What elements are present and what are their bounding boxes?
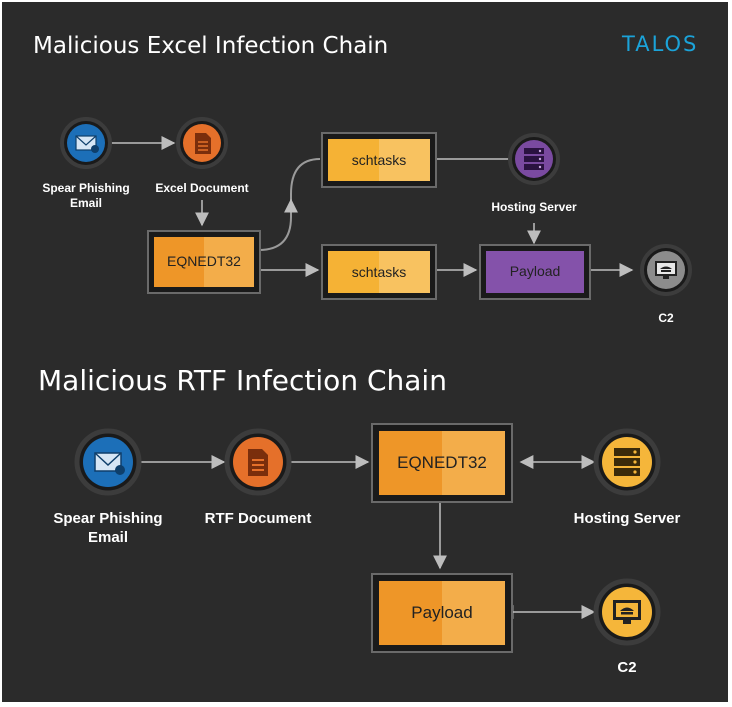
- rtf-document-label: RTF Document: [204, 510, 312, 527]
- server-icon: [524, 148, 544, 170]
- excel-email-label: Spear Phishing Email: [26, 181, 146, 211]
- excel-eqnedt-box: [147, 230, 261, 294]
- excel-document-label: Excel Document: [155, 181, 249, 195]
- excel-schtasks-bottom-label: schtasks: [351, 264, 407, 280]
- excel-hosting-server-label: Hosting Server: [491, 200, 577, 214]
- excel-schtasks-top-box: [321, 132, 437, 188]
- rtf-eqnedt-box: [371, 423, 513, 503]
- excel-payload-label: Payload: [509, 263, 561, 279]
- rtf-hosting-server-node: [593, 428, 661, 496]
- rtf-c2-node: [593, 578, 661, 646]
- envelope-icon: [94, 452, 125, 475]
- rtf-chain-title: Malicious RTF Infection Chain: [38, 364, 447, 397]
- excel-schtasks-top-label: schtasks: [351, 152, 407, 168]
- rtf-email-label: Spear Phishing Email: [38, 510, 178, 548]
- excel-c2-label: C2: [658, 311, 674, 325]
- spy-monitor-icon: [655, 261, 677, 279]
- rtf-payload-label: Payload: [411, 603, 473, 622]
- rtf-c2-label: C2: [617, 659, 637, 676]
- rtf-payload-box: [371, 573, 513, 653]
- arrow-eqnedt-to-schtasks-top: [258, 158, 321, 251]
- excel-email-label-line2: Email: [69, 196, 102, 210]
- talos-logo: TALOS: [622, 32, 699, 56]
- excel-connectors: [109, 136, 634, 277]
- excel-schtasks-bottom-box: [321, 244, 437, 300]
- excel-c2-node: [640, 244, 692, 296]
- rtf-email-label-line2: Email: [87, 528, 129, 546]
- excel-eqnedt-label: EQNEDT32: [167, 253, 241, 269]
- server-icon: [614, 448, 640, 476]
- spy-monitor-icon: [613, 600, 641, 624]
- rtf-hosting-server-label: Hosting Server: [573, 510, 681, 527]
- envelope-icon: [75, 135, 99, 153]
- excel-hosting-server-node: [508, 133, 560, 185]
- rtf-connectors: [140, 455, 596, 619]
- excel-payload-box: [479, 244, 591, 300]
- excel-document-node: [176, 117, 228, 169]
- excel-chain-title: Malicious Excel Infection Chain: [33, 33, 389, 59]
- rtf-email-node: [74, 428, 142, 496]
- rtf-email-label-line1: Spear Phishing: [53, 510, 163, 527]
- excel-email-node: [60, 117, 112, 169]
- rtf-document-node: [224, 428, 292, 496]
- document-icon: [195, 133, 211, 154]
- rtf-eqnedt-label: EQNEDT32: [397, 453, 487, 472]
- excel-email-label-line1: Spear Phishing: [42, 181, 130, 195]
- document-icon: [248, 449, 268, 476]
